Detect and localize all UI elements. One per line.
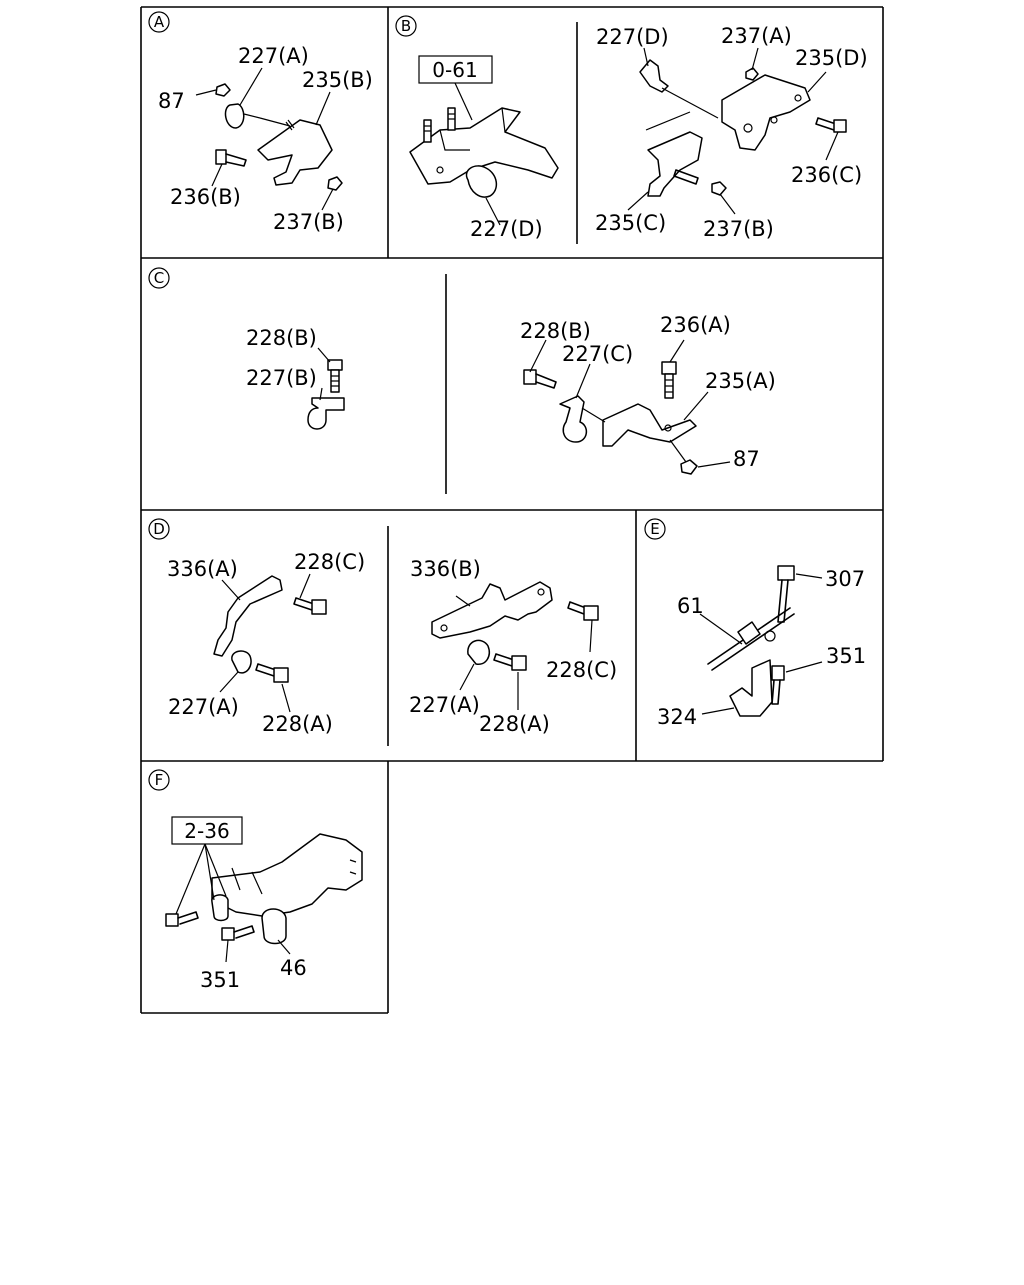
frame-lines bbox=[140, 6, 884, 1014]
label-46: 46 bbox=[280, 956, 307, 980]
clip-f-left bbox=[211, 894, 229, 922]
section-e-letter: E bbox=[650, 520, 659, 538]
label-227d-left: 227(D) bbox=[470, 217, 543, 241]
label-227d-right: 227(D) bbox=[596, 25, 669, 49]
section-d-marker: D bbox=[148, 518, 170, 540]
label-236a: 236(A) bbox=[660, 313, 731, 337]
section-a-marker: A bbox=[148, 11, 170, 33]
section-c-letter: C bbox=[154, 269, 164, 287]
label-227c: 227(C) bbox=[562, 342, 633, 366]
label-235a: 235(A) bbox=[705, 369, 776, 393]
label-236c: 236(C) bbox=[791, 163, 862, 187]
bracket-f bbox=[211, 833, 363, 917]
bolt-351-f-b bbox=[221, 925, 255, 941]
section-f-marker: F bbox=[148, 769, 170, 791]
label-227b: 227(B) bbox=[246, 366, 317, 390]
label-227a-d-left: 227(A) bbox=[168, 695, 239, 719]
clip-227a bbox=[224, 103, 245, 129]
ref-box-2-36: 2-36 bbox=[171, 816, 243, 845]
section-b: B 0-61 227(D) bbox=[395, 15, 868, 241]
bracket-336b bbox=[431, 581, 553, 639]
section-f-letter: F bbox=[155, 771, 164, 789]
label-351-e: 351 bbox=[826, 644, 866, 668]
bolt-228b-right bbox=[523, 369, 557, 389]
nut-87 bbox=[215, 83, 231, 97]
bracket-235b bbox=[257, 119, 333, 186]
label-228a-left: 228(A) bbox=[262, 712, 333, 736]
section-f: F 2-36 351 46 bbox=[148, 769, 363, 992]
clip-227a-d-right bbox=[467, 639, 490, 665]
label-87-c: 87 bbox=[733, 447, 760, 471]
bracket-235a bbox=[602, 403, 697, 447]
clip-227c bbox=[559, 395, 588, 443]
bolt-228b-left bbox=[327, 359, 343, 393]
cable-grommet bbox=[737, 621, 761, 645]
label-228c-left: 228(C) bbox=[294, 550, 365, 574]
bolt-351-e bbox=[771, 665, 785, 705]
clip-227a-d-left bbox=[231, 650, 252, 674]
ref-box-0-61-text: 0-61 bbox=[432, 58, 477, 82]
ref-box-0-61: 0-61 bbox=[418, 55, 493, 84]
section-e: E 307 61 351 324 bbox=[644, 518, 866, 729]
clip-227d-right bbox=[639, 59, 669, 93]
label-236b: 236(B) bbox=[170, 185, 241, 209]
label-351-f: 351 bbox=[200, 968, 240, 992]
bolt-nut-237b bbox=[673, 169, 727, 196]
bolt-228a-right bbox=[493, 653, 527, 671]
section-a-letter: A bbox=[154, 13, 165, 31]
bolt-236c bbox=[815, 117, 847, 133]
bracket-235d bbox=[721, 74, 811, 151]
nut-237b bbox=[327, 176, 343, 191]
section-e-marker: E bbox=[644, 518, 666, 540]
label-336b: 336(B) bbox=[410, 557, 481, 581]
label-235b: 235(B) bbox=[302, 68, 373, 92]
bolt-351-f-a bbox=[165, 911, 199, 927]
studs-b bbox=[423, 107, 456, 143]
bracket-left-b bbox=[409, 107, 559, 185]
label-336a: 336(A) bbox=[167, 557, 238, 581]
clip-227d-left bbox=[465, 165, 498, 198]
bolt-236a bbox=[661, 361, 677, 399]
label-237b: 237(B) bbox=[273, 210, 344, 234]
label-307: 307 bbox=[825, 567, 865, 591]
section-a: A 227(A) 235(B) 87 236(B) 237(B) bbox=[148, 11, 373, 234]
section-d: D 336(A) 228(C) 227(A) 228(A) bbox=[148, 518, 617, 736]
ref-box-2-36-text: 2-36 bbox=[184, 819, 229, 843]
section-d-letter: D bbox=[153, 520, 165, 538]
bolt-228c-right bbox=[567, 601, 599, 621]
label-87: 87 bbox=[158, 89, 185, 113]
bolt-228c-left bbox=[293, 597, 327, 615]
bolt-307 bbox=[777, 565, 795, 623]
label-227a: 227(A) bbox=[238, 44, 309, 68]
bracket-324 bbox=[729, 659, 773, 717]
bolt-236b bbox=[215, 149, 247, 167]
section-b-marker: B bbox=[395, 15, 417, 37]
label-228a-right: 228(A) bbox=[479, 712, 550, 736]
clip-46 bbox=[261, 908, 287, 945]
section-c-marker: C bbox=[148, 267, 170, 289]
label-228c-right: 228(C) bbox=[546, 658, 617, 682]
label-228b-right: 228(B) bbox=[520, 319, 591, 343]
bracket-235c bbox=[647, 131, 703, 197]
label-324: 324 bbox=[657, 705, 697, 729]
label-235d: 235(D) bbox=[795, 46, 868, 70]
label-227a-d-right: 227(A) bbox=[409, 693, 480, 717]
label-237b-b: 237(B) bbox=[703, 217, 774, 241]
label-61: 61 bbox=[677, 594, 704, 618]
label-228b-left: 228(B) bbox=[246, 326, 317, 350]
label-235c: 235(C) bbox=[595, 211, 666, 235]
nut-87-c bbox=[680, 459, 698, 475]
label-237a: 237(A) bbox=[721, 24, 792, 48]
section-c: C 228(B) 227(B) bbox=[148, 267, 776, 475]
bolt-228a-left bbox=[255, 663, 289, 683]
clip-227b bbox=[307, 397, 345, 430]
section-b-letter: B bbox=[401, 17, 411, 35]
bracket-336a bbox=[213, 575, 283, 657]
